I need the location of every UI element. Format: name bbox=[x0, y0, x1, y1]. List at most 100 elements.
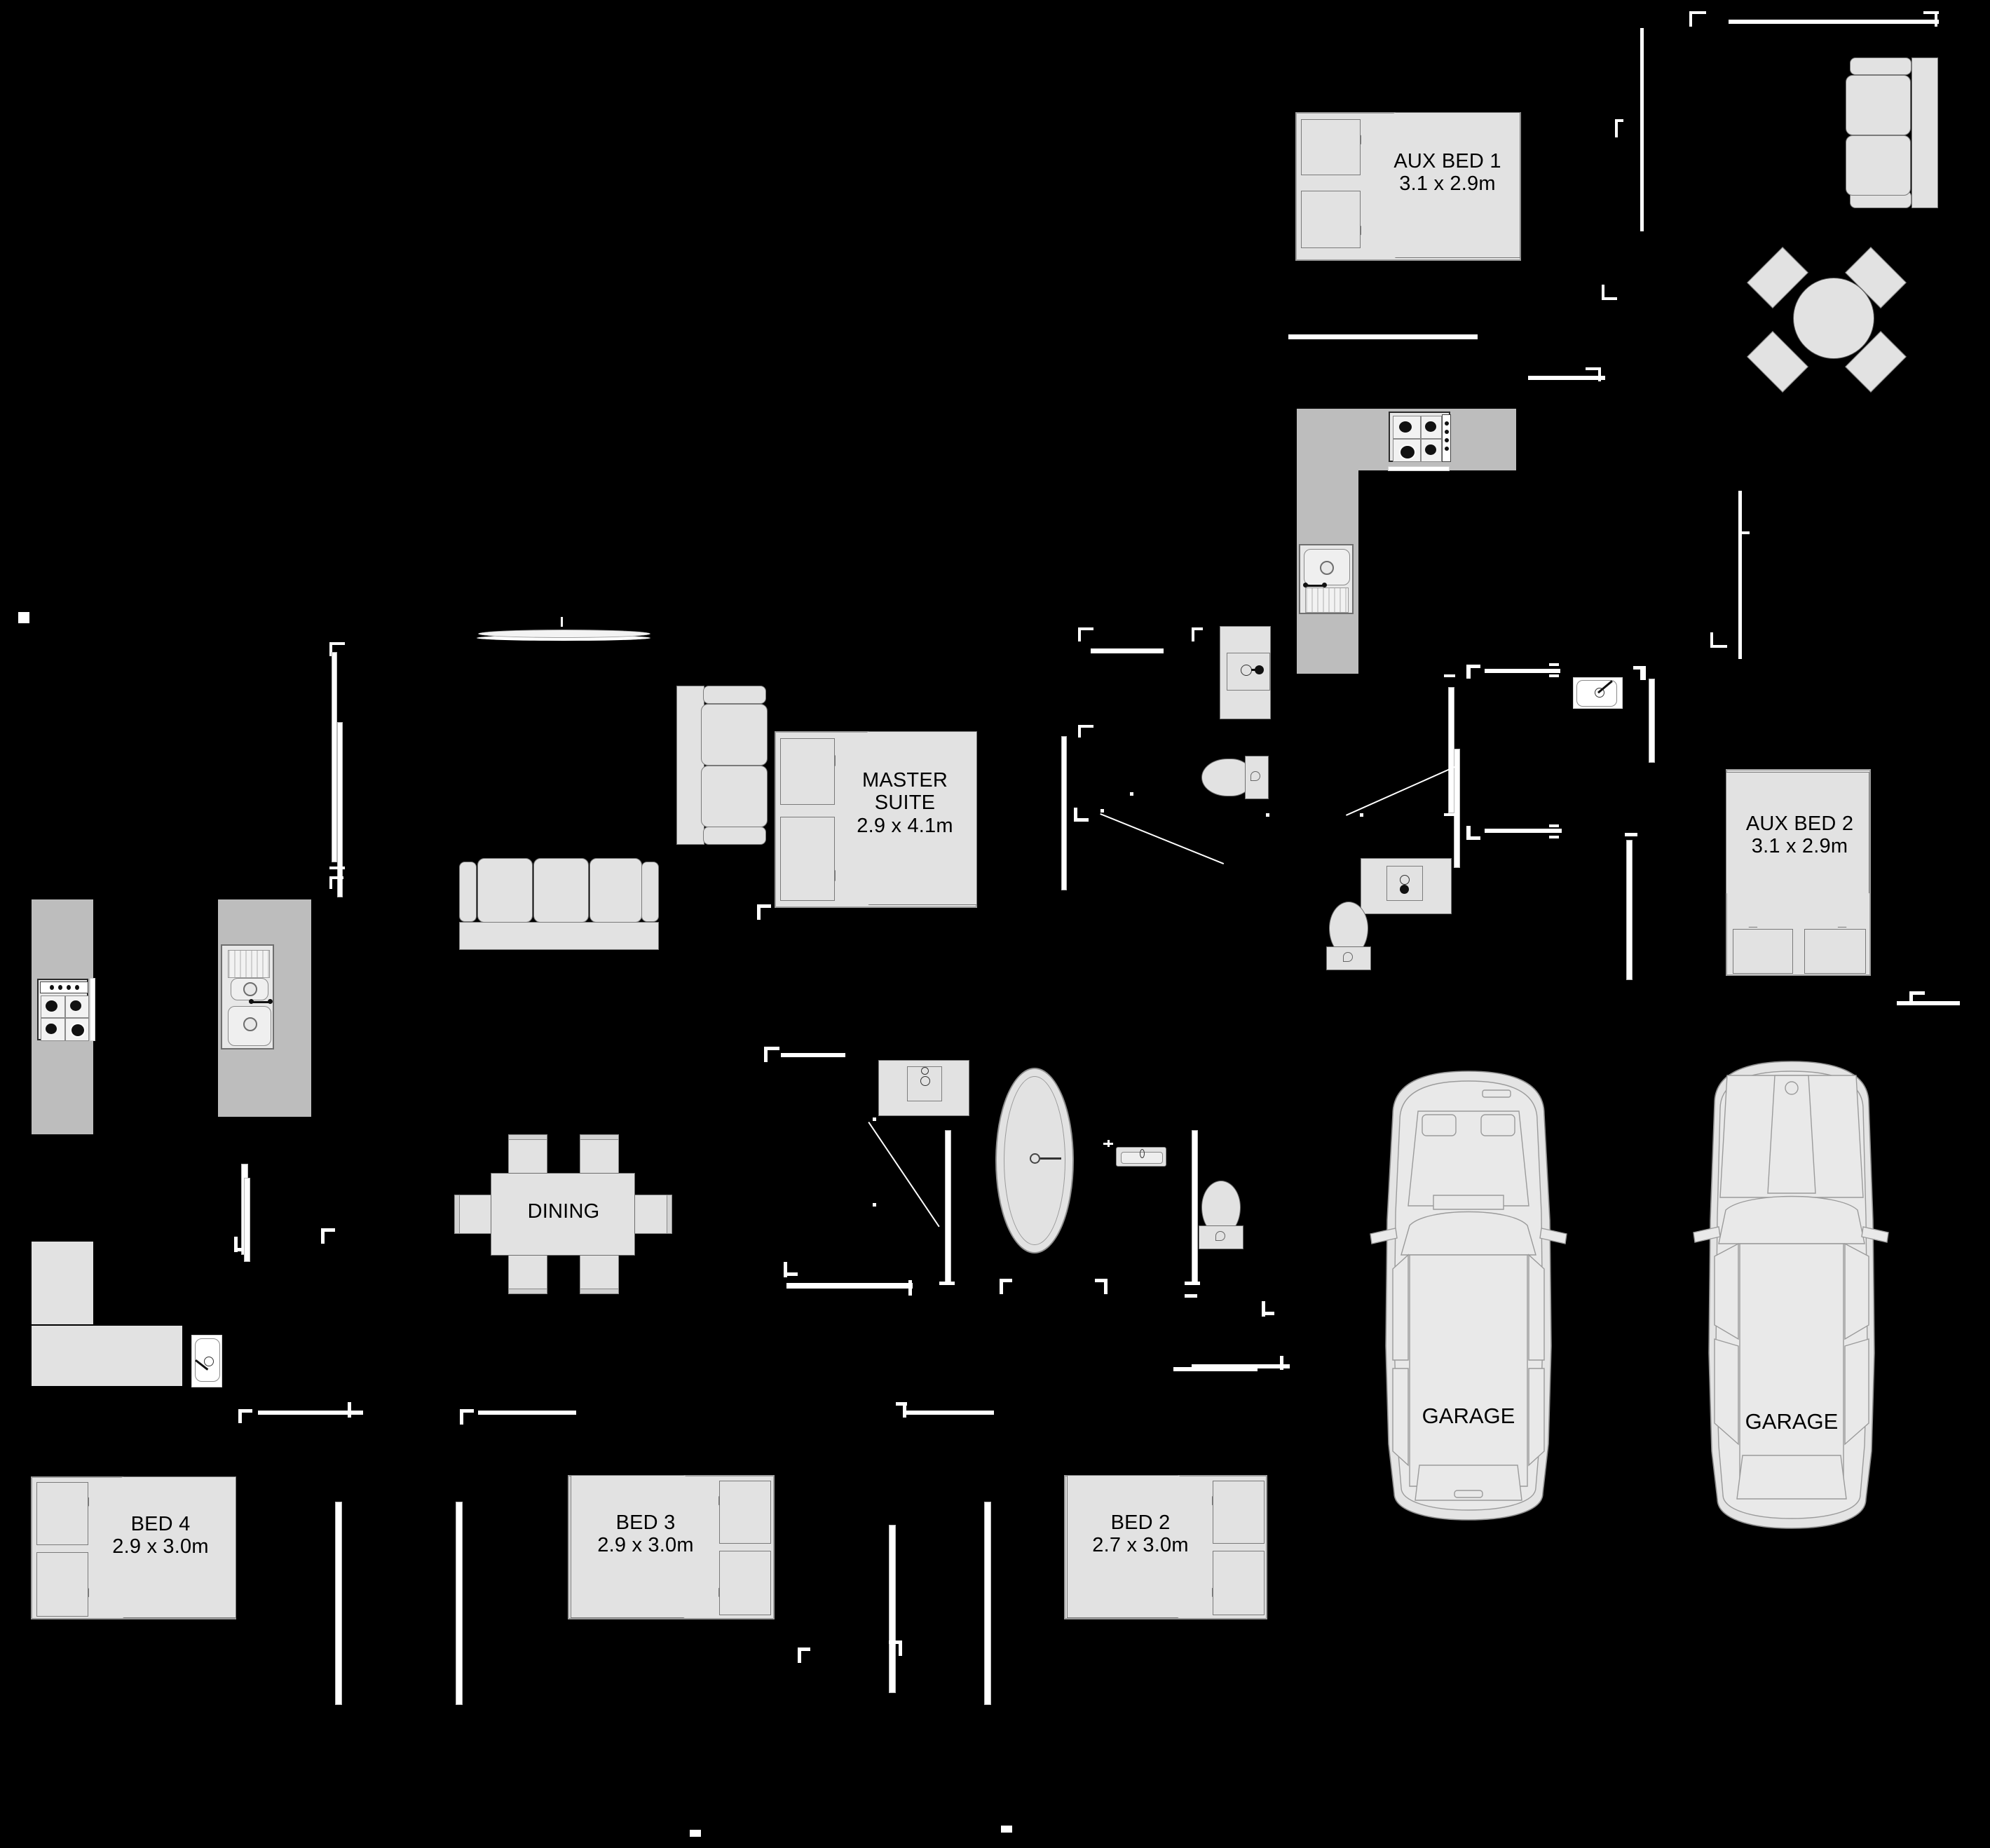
wall-segment bbox=[899, 1640, 902, 1656]
wall-segment bbox=[460, 1409, 463, 1425]
bathtub bbox=[995, 1068, 1074, 1253]
wall-segment bbox=[764, 1047, 768, 1062]
pillow bbox=[36, 1482, 88, 1545]
window-pane bbox=[335, 1502, 342, 1705]
wall-segment bbox=[1689, 11, 1692, 27]
wall-segment bbox=[889, 1640, 901, 1644]
wall-segment bbox=[561, 617, 563, 627]
door-swing-arc bbox=[1100, 813, 1225, 865]
wall-segment bbox=[798, 1647, 810, 1651]
wall-segment bbox=[234, 1248, 250, 1251]
door-swing-line bbox=[477, 635, 650, 641]
pillow bbox=[1213, 1551, 1265, 1615]
dining-chair-back bbox=[508, 1134, 547, 1140]
pillow bbox=[1301, 119, 1361, 175]
wall-segment bbox=[460, 1409, 474, 1413]
room-label-bed-2: BED 2 2.7 x 3.0m bbox=[1092, 1511, 1189, 1557]
wall-segment bbox=[1466, 826, 1471, 840]
room-bed-4[interactable]: BED 4 2.9 x 3.0m bbox=[31, 1476, 236, 1619]
dining-chair bbox=[580, 1255, 619, 1291]
dining-chair bbox=[459, 1195, 494, 1234]
wall-segment bbox=[1935, 11, 1937, 27]
sofa-arm-left bbox=[459, 862, 477, 922]
wall-segment bbox=[1640, 28, 1644, 231]
wall-segment bbox=[903, 1402, 906, 1418]
room-bed-2[interactable]: BED 2 2.7 x 3.0m bbox=[1064, 1475, 1267, 1619]
wall-segment bbox=[1192, 627, 1194, 641]
wall-segment bbox=[757, 904, 761, 920]
door-swing-line bbox=[781, 1053, 845, 1057]
room-label-aux-bed-2: AUX BED 2 3.1 x 2.9m bbox=[1745, 813, 1854, 858]
wall-segment bbox=[1444, 674, 1455, 677]
kitchen-cooktop-main bbox=[1389, 412, 1451, 462]
wall-segment bbox=[1192, 1364, 1290, 1368]
vanity-basin-bowl bbox=[920, 1076, 930, 1086]
cooktop-control-panel bbox=[40, 981, 88, 993]
wall-segment bbox=[1615, 122, 1618, 137]
laundry-bench-upper bbox=[32, 1242, 93, 1324]
pillow bbox=[719, 1551, 771, 1615]
wall-segment bbox=[329, 867, 345, 869]
wall-segment bbox=[1280, 1356, 1283, 1370]
sofa-cushion bbox=[589, 858, 642, 923]
dining-chair-back bbox=[667, 1195, 672, 1234]
wall-segment bbox=[784, 1272, 798, 1276]
kitchenette-sink bbox=[221, 944, 274, 1049]
rangehood bbox=[90, 978, 95, 1041]
wall-segment bbox=[896, 1402, 907, 1406]
wall-segment bbox=[258, 1411, 363, 1415]
wall-segment bbox=[329, 642, 332, 656]
door-panel bbox=[1626, 840, 1633, 980]
vanity-bath bbox=[878, 1060, 969, 1116]
door-swing-line bbox=[1485, 829, 1562, 833]
marker-dot bbox=[1100, 809, 1104, 813]
sofa-3seat-lounge-base bbox=[459, 922, 659, 950]
door-swing-line bbox=[1091, 648, 1164, 653]
basin-small-2 bbox=[1116, 1147, 1166, 1167]
dining-table[interactable]: DINING bbox=[491, 1173, 635, 1256]
wall-segment bbox=[798, 1647, 801, 1663]
basin-tap bbox=[204, 1357, 214, 1366]
window-pane bbox=[1649, 679, 1655, 763]
vanity-basin-bowl bbox=[1400, 875, 1410, 885]
door-swing-line bbox=[1288, 334, 1478, 339]
wall-segment bbox=[238, 1409, 242, 1423]
toilet-2 bbox=[1326, 902, 1371, 970]
wall-segment bbox=[1528, 376, 1605, 380]
room-master-suite[interactable]: MASTER SUITE 2.9 x 4.1m bbox=[775, 731, 977, 908]
rangehood bbox=[1388, 466, 1450, 471]
wall-segment bbox=[1000, 1279, 1003, 1294]
dining-chair bbox=[508, 1255, 547, 1291]
door-panel bbox=[1061, 736, 1067, 890]
garage-car-2: GARAGE bbox=[1693, 1061, 1889, 1529]
dining-chair bbox=[633, 1195, 668, 1234]
wall-segment bbox=[1185, 1282, 1200, 1285]
vanity-ensuite bbox=[1220, 626, 1271, 719]
pillow bbox=[36, 1552, 88, 1617]
room-bed-3[interactable]: BED 3 2.9 x 3.0m bbox=[568, 1475, 775, 1619]
wall-segment bbox=[764, 1047, 779, 1050]
dining-chair-back bbox=[580, 1289, 619, 1294]
room-aux-bed-1[interactable]: AUX BED 1 3.1 x 2.9m bbox=[1295, 112, 1521, 261]
dining-chair bbox=[580, 1139, 619, 1175]
wall-segment bbox=[1192, 627, 1203, 630]
wall-segment bbox=[1078, 725, 1081, 738]
pillow bbox=[1301, 191, 1361, 248]
ceiling-fan bbox=[478, 630, 650, 638]
dining-chair-back bbox=[580, 1134, 619, 1140]
wall-segment bbox=[1549, 836, 1559, 838]
wall-segment bbox=[1104, 1279, 1108, 1294]
sofa-arm-top bbox=[703, 686, 766, 704]
wall-segment bbox=[1185, 1294, 1197, 1298]
window-pane bbox=[984, 1502, 991, 1705]
door-panel bbox=[945, 1130, 951, 1284]
marker-dot bbox=[873, 1203, 876, 1207]
laundry-bench-lower bbox=[32, 1326, 182, 1386]
room-aux-bed-2[interactable]: AUX BED 2 3.1 x 2.9m bbox=[1726, 769, 1871, 976]
basin-small-1 bbox=[1573, 677, 1623, 709]
marker-dot bbox=[1360, 813, 1363, 817]
window-pane bbox=[244, 1178, 250, 1262]
wall-segment bbox=[1738, 491, 1742, 659]
sofa-cushion bbox=[533, 858, 589, 923]
